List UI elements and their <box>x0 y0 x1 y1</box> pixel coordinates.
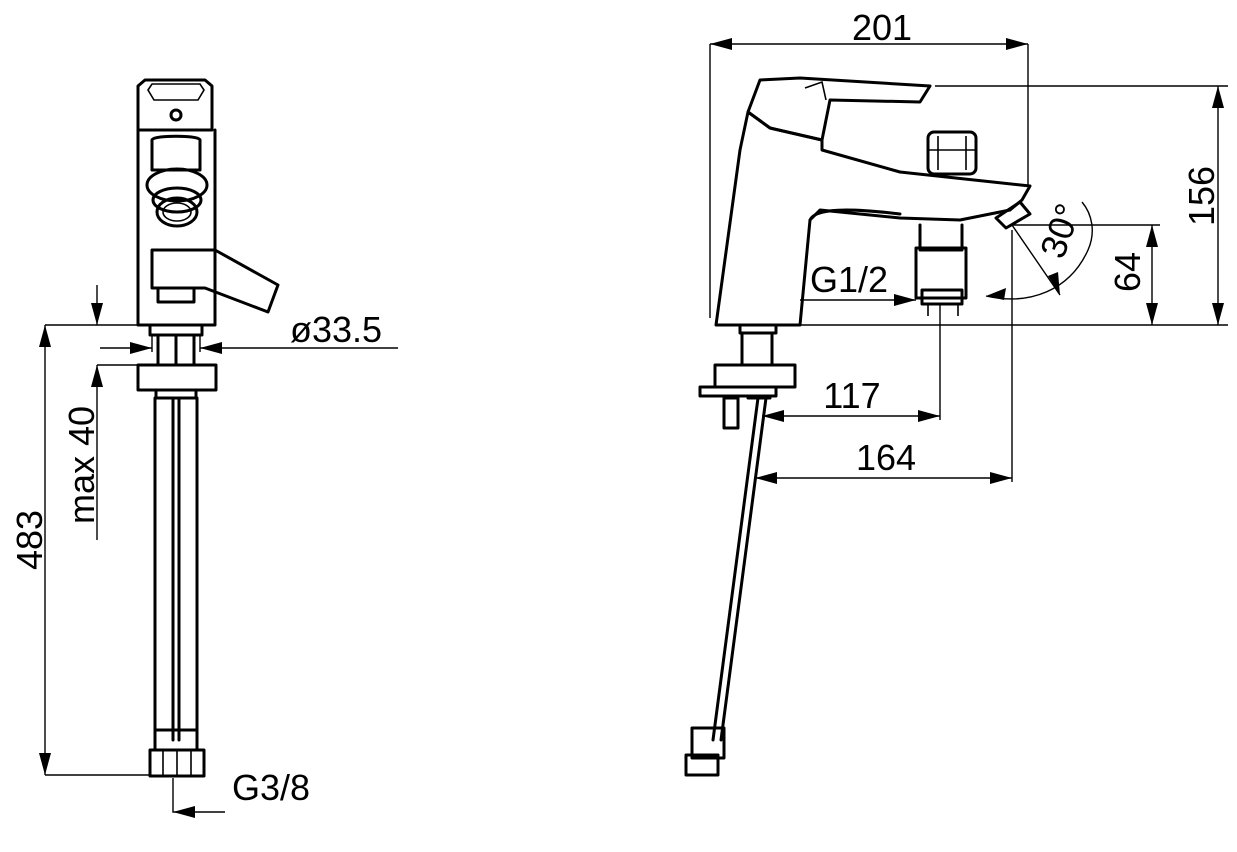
side-supply-hose <box>711 396 768 742</box>
side-view <box>684 76 1032 777</box>
front-mounting-plate <box>136 363 218 392</box>
front-dimensions: 483 max 40 ø33.5 G3/8 <box>9 285 398 818</box>
dim-overall-depth-label: 201 <box>852 7 912 48</box>
dim-outlet-height-label: 64 <box>1107 252 1148 292</box>
front-diverter-knob <box>150 248 280 314</box>
side-diverter-knob <box>926 130 978 176</box>
dim-max-deck-label: max 40 <box>61 406 102 524</box>
front-view <box>136 78 280 778</box>
dim-overall-height-label: 156 <box>1181 166 1222 226</box>
side-mounting-plate <box>713 363 797 389</box>
front-body <box>136 128 217 327</box>
dim-swivel-angle-label: 30° <box>1032 198 1089 263</box>
side-shower-connection <box>914 246 968 300</box>
dim-hole-diameter-label: ø33.5 <box>290 309 382 350</box>
dim-reach-shower-label: 117 <box>823 375 880 416</box>
dim-spout-reach-label: 164 <box>856 437 916 478</box>
dim-connection-thread-label: G3/8 <box>232 767 310 808</box>
side-hose-nut <box>684 753 720 777</box>
front-supply-hoses <box>153 396 199 742</box>
dim-shower-connection-label: G1/2 <box>810 259 888 300</box>
dim-total-height-label: 483 <box>9 510 50 570</box>
